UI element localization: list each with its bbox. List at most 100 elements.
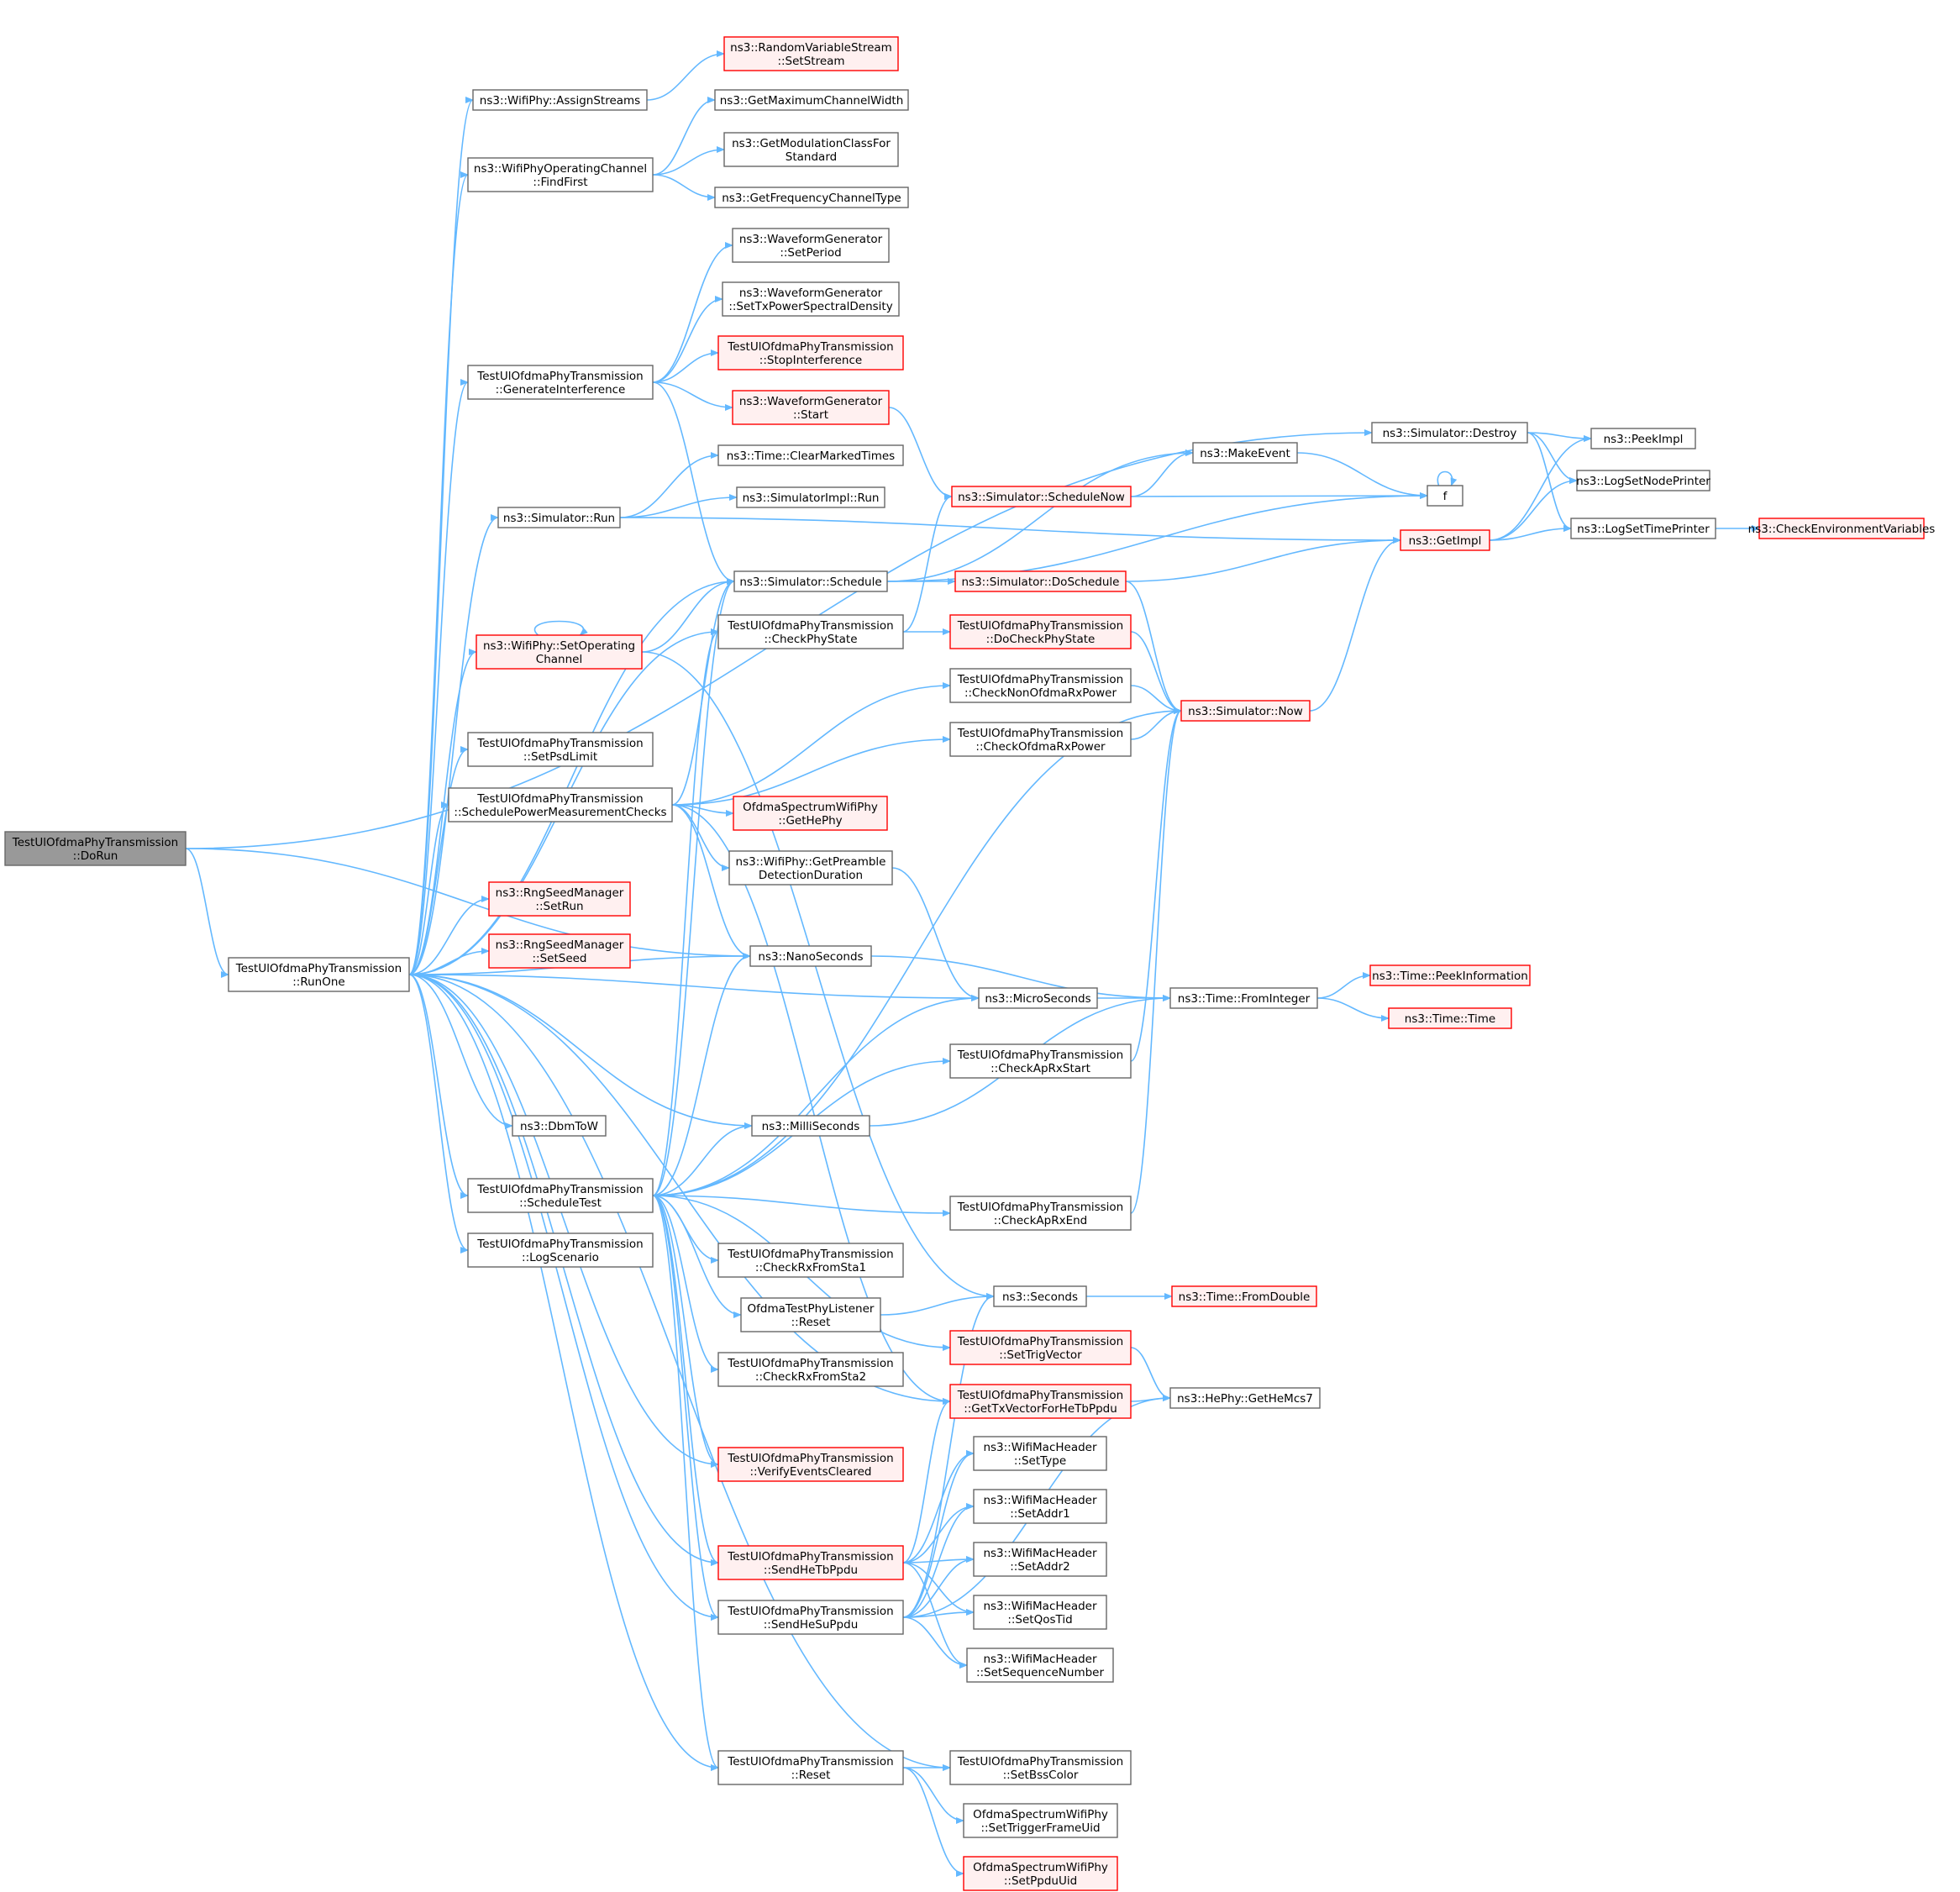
node-label-line: TestUlOfdmaPhyTransmission: [476, 1183, 643, 1196]
node-wg_start[interactable]: ns3::WaveformGenerator::Start: [732, 390, 890, 425]
node-f[interactable]: f: [1427, 485, 1463, 507]
node-listenerreset[interactable]: OfdmaTestPhyListener::Reset: [740, 1297, 881, 1332]
node-peekinfo[interactable]: ns3::Time::PeekInformation: [1369, 964, 1531, 986]
node-docheckphy[interactable]: TestUlOfdmaPhyTransmission::DoCheckPhySt…: [949, 614, 1132, 649]
node-dbmtow[interactable]: ns3::DbmToW: [512, 1115, 607, 1137]
node-settrigframe[interactable]: OfdmaSpectrumWifiPhy::SetTriggerFrameUid: [963, 1803, 1118, 1838]
node-label-line: ::Reset: [791, 1768, 831, 1782]
node-findfirst[interactable]: ns3::WifiPhyOperatingChannel::FindFirst: [467, 157, 654, 192]
node-wg_setpsd[interactable]: ns3::WaveformGenerator::SetTxPowerSpectr…: [722, 281, 900, 317]
node-setstream[interactable]: ns3::RandomVariableStream::SetStream: [723, 36, 899, 71]
edge-sendhetb-to-settype: [902, 1450, 975, 1564]
node-lognodeprinter[interactable]: ns3::LogSetNodePrinter: [1576, 470, 1710, 491]
edge-sendhesu-to-seconds: [902, 1293, 995, 1618]
node-schedule[interactable]: ns3::Simulator::Schedule: [733, 570, 888, 592]
node-wg_setperiod[interactable]: ns3::WaveformGenerator::SetPeriod: [732, 228, 890, 263]
node-setaddr1[interactable]: ns3::WifiMacHeader::SetAddr1: [973, 1489, 1107, 1524]
node-label-line: TestUlOfdmaPhyTransmission: [957, 727, 1123, 740]
edge-sendhesu-to-settype: [902, 1450, 975, 1618]
node-checkrxsta2[interactable]: TestUlOfdmaPhyTransmission::CheckRxFromS…: [717, 1352, 904, 1387]
node-box: [476, 634, 643, 670]
node-frominteger[interactable]: ns3::Time::FromInteger: [1169, 987, 1318, 1009]
node-logscenario[interactable]: TestUlOfdmaPhyTransmission::LogScenario: [467, 1232, 654, 1268]
node-box: [467, 1178, 654, 1213]
node-checkaprxstart[interactable]: TestUlOfdmaPhyTransmission::CheckApRxSta…: [949, 1043, 1132, 1079]
node-schedulenow[interactable]: ns3::Simulator::ScheduleNow: [951, 486, 1132, 507]
node-label-line: ns3::MilliSeconds: [762, 1120, 860, 1133]
node-destroy[interactable]: ns3::Simulator::Destroy: [1371, 422, 1528, 444]
node-getimpl[interactable]: ns3::GetImpl: [1400, 529, 1490, 551]
node-milliseconds[interactable]: ns3::MilliSeconds: [751, 1115, 870, 1137]
node-box: [472, 89, 648, 111]
edge-scheduletest-to-milliseconds: [652, 1122, 753, 1196]
node-settype[interactable]: ns3::WifiMacHeader::SetType: [973, 1436, 1107, 1471]
node-scheduletest[interactable]: TestUlOfdmaPhyTransmission::ScheduleTest: [467, 1178, 654, 1213]
node-geninterf[interactable]: TestUlOfdmaPhyTransmission::GenerateInte…: [467, 365, 654, 400]
node-seconds[interactable]: ns3::Seconds: [993, 1285, 1087, 1307]
node-checknonofdma[interactable]: TestUlOfdmaPhyTransmission::CheckNonOfdm…: [949, 668, 1132, 703]
edge-settrig-to-hemcs7: [1130, 1347, 1171, 1401]
node-label-line: TestUlOfdmaPhyTransmission: [235, 962, 402, 975]
node-dorun[interactable]: TestUlOfdmaPhyTransmission::DoRun: [4, 831, 187, 866]
node-setseqnum[interactable]: ns3::WifiMacHeader::SetSequenceNumber: [966, 1648, 1114, 1683]
node-clearmarked[interactable]: ns3::Time::ClearMarkedTimes: [717, 444, 904, 466]
node-checkofdma[interactable]: TestUlOfdmaPhyTransmission::CheckOfdmaRx…: [949, 722, 1132, 757]
node-box: [949, 668, 1132, 703]
node-box: [717, 1600, 904, 1635]
node-doschedule[interactable]: ns3::Simulator::DoSchedule: [954, 570, 1127, 592]
node-box: [4, 831, 187, 866]
node-label-line: ::SetSeed: [532, 952, 586, 965]
node-simimplrun[interactable]: ns3::SimulatorImpl::Run: [736, 486, 885, 508]
node-simrun[interactable]: ns3::Simulator::Run: [497, 507, 621, 528]
node-logtimeprinter[interactable]: ns3::LogSetTimePrinter: [1570, 518, 1716, 539]
node-box: [467, 157, 654, 192]
node-now[interactable]: ns3::Simulator::Now: [1180, 700, 1311, 722]
node-label-line: ::SendHeSuPpdu: [764, 1618, 859, 1632]
node-schedpower[interactable]: TestUlOfdmaPhyTransmission::SchedulePowe…: [448, 787, 673, 822]
node-label-line: ::GenerateInterference: [496, 383, 626, 397]
node-box: [736, 486, 885, 508]
edge-checkaprxstart-to-now: [1130, 707, 1182, 1062]
node-hemcs7[interactable]: ns3::HePhy::GetHeMcs7: [1169, 1387, 1321, 1409]
node-checkrxsta1[interactable]: TestUlOfdmaPhyTransmission::CheckRxFromS…: [717, 1243, 904, 1278]
node-getfreqtype[interactable]: ns3::GetFrequencyChannelType: [714, 187, 909, 208]
node-checkphystate[interactable]: TestUlOfdmaPhyTransmission::CheckPhyStat…: [717, 614, 904, 649]
node-makeevent[interactable]: ns3::MakeEvent: [1192, 442, 1298, 464]
edge-schedulenow-to-f: [1130, 492, 1428, 500]
node-setbsscolor[interactable]: TestUlOfdmaPhyTransmission::SetBssColor: [949, 1750, 1132, 1785]
node-setrun[interactable]: ns3::RngSeedManager::SetRun: [488, 881, 631, 917]
edge-checkphystate-to-schedulenow: [902, 493, 953, 633]
edge-doschedule-to-getimpl: [1125, 537, 1401, 582]
node-sendhetb[interactable]: TestUlOfdmaPhyTransmission::SendHeTbPpdu: [717, 1545, 904, 1580]
node-verifyevents[interactable]: TestUlOfdmaPhyTransmission::VerifyEvents…: [717, 1447, 904, 1482]
node-checkaprxend[interactable]: TestUlOfdmaPhyTransmission::CheckApRxEnd: [949, 1196, 1132, 1231]
node-box: [963, 1856, 1118, 1891]
node-peekimpl[interactable]: ns3::PeekImpl: [1590, 428, 1696, 449]
node-setpsdlimit[interactable]: TestUlOfdmaPhyTransmission::SetPsdLimit: [467, 732, 654, 767]
node-setqostid[interactable]: ns3::WifiMacHeader::SetQosTid: [973, 1595, 1107, 1630]
node-stopinterf[interactable]: TestUlOfdmaPhyTransmission::StopInterfer…: [717, 335, 904, 371]
node-gettxvec[interactable]: TestUlOfdmaPhyTransmission::GetTxVectorF…: [949, 1384, 1132, 1419]
node-assignstreams[interactable]: ns3::WifiPhy::AssignStreams: [472, 89, 648, 111]
node-gethephy[interactable]: OfdmaSpectrumWifiPhy::GetHePhy: [733, 796, 888, 831]
node-fromdouble[interactable]: ns3::Time::FromDouble: [1171, 1285, 1317, 1307]
node-checkenv[interactable]: ns3::CheckEnvironmentVariables: [1748, 518, 1936, 539]
node-setppduuid[interactable]: OfdmaSpectrumWifiPhy::SetPpduUid: [963, 1856, 1118, 1891]
edge-runone-to-simrun: [408, 514, 499, 975]
node-timetime[interactable]: ns3::Time::Time: [1388, 1007, 1512, 1029]
node-sendhesu[interactable]: TestUlOfdmaPhyTransmission::SendHeSuPpdu: [717, 1600, 904, 1635]
node-getmaxcw[interactable]: ns3::GetMaximumChannelWidth: [714, 89, 909, 111]
node-microseconds[interactable]: ns3::MicroSeconds: [978, 987, 1098, 1009]
node-label-line: TestUlOfdmaPhyTransmission: [727, 340, 893, 354]
node-setaddr2[interactable]: ns3::WifiMacHeader::SetAddr2: [973, 1542, 1107, 1577]
node-box: [1169, 987, 1318, 1009]
node-getpreamble[interactable]: ns3::WifiPhy::GetPreambleDetectionDurati…: [728, 850, 893, 886]
node-nanoseconds[interactable]: ns3::NanoSeconds: [749, 945, 872, 967]
node-label-line: TestUlOfdmaPhyTransmission: [957, 673, 1123, 686]
node-runone[interactable]: TestUlOfdmaPhyTransmission::RunOne: [228, 957, 410, 992]
node-treset[interactable]: TestUlOfdmaPhyTransmission::Reset: [717, 1750, 904, 1785]
node-setseed[interactable]: ns3::RngSeedManager::SetSeed: [488, 933, 631, 969]
node-settrig[interactable]: TestUlOfdmaPhyTransmission::SetTrigVecto…: [949, 1330, 1132, 1365]
